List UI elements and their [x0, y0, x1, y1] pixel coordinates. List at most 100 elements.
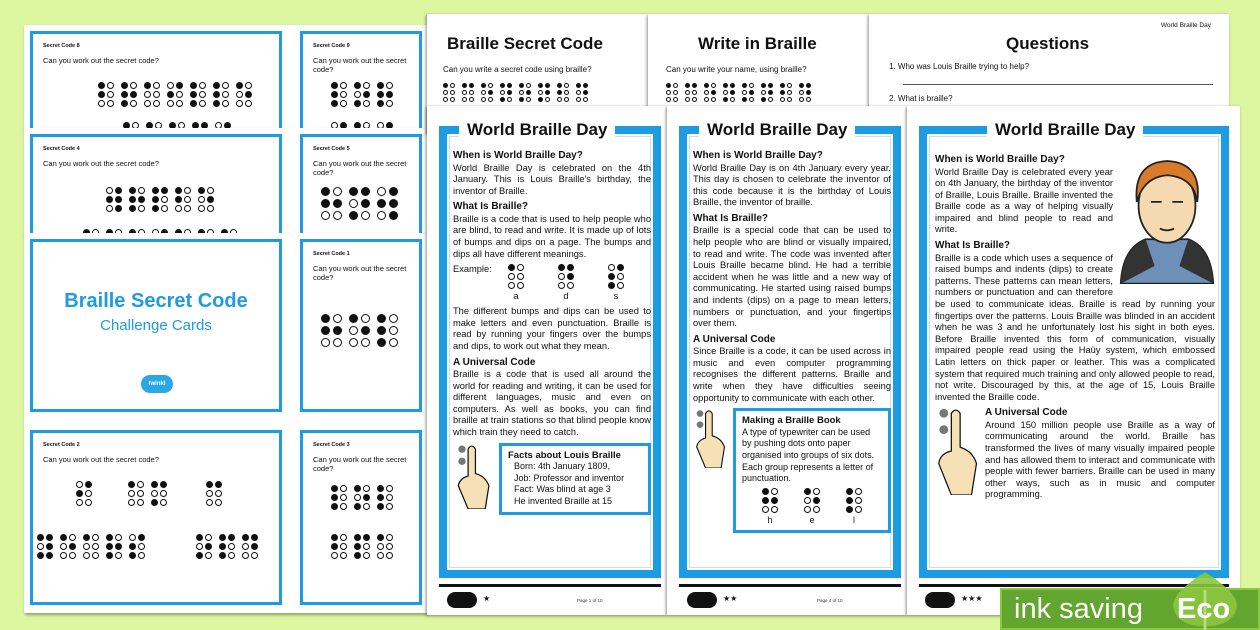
- raised-dot: [608, 282, 615, 290]
- braille-letter: s: [613, 291, 619, 302]
- question-1: 1. Who was Louis Braille trying to help?: [889, 62, 1030, 71]
- empty-dot: [517, 264, 524, 272]
- empty-dot: [60, 543, 67, 550]
- braille-letter: e: [809, 514, 815, 525]
- empty-dot: [685, 97, 690, 102]
- raised-dot: [196, 534, 203, 541]
- heading: A Universal Code: [693, 333, 776, 345]
- empty-dot: [711, 83, 716, 88]
- braille-cell: [762, 487, 778, 513]
- card-label: Secret Code 1: [313, 251, 350, 257]
- raised-dot: [98, 82, 105, 89]
- raised-dot: [190, 82, 197, 89]
- card-sheet-1: Secret Code 8 Can you work out the secre…: [24, 25, 427, 129]
- raised-dot: [152, 205, 159, 212]
- raised-dot: [121, 91, 128, 98]
- empty-dot: [198, 196, 205, 203]
- braille-cell: [76, 481, 92, 506]
- raised-dot: [567, 273, 574, 281]
- braille-cell: [321, 314, 342, 347]
- braille-cell: [349, 314, 370, 347]
- braille-code: [321, 187, 398, 220]
- empty-dot: [107, 91, 114, 98]
- braille-cell: [167, 82, 183, 107]
- raised-dot: [331, 494, 338, 501]
- braille-code: [83, 229, 237, 234]
- raised-dot: [46, 543, 53, 550]
- empty-dot: [206, 490, 213, 497]
- raised-dot: [321, 187, 330, 196]
- raised-dot: [161, 187, 168, 194]
- empty-dot: [692, 97, 697, 102]
- empty-dot: [558, 273, 565, 281]
- raised-dot: [46, 552, 53, 559]
- empty-dot: [222, 91, 229, 98]
- raised-dot: [507, 90, 512, 95]
- empty-dot: [617, 282, 624, 290]
- braille-cell: [354, 82, 370, 107]
- raised-dot: [389, 199, 398, 208]
- empty-dot: [386, 494, 393, 501]
- braille-cell: [377, 314, 398, 347]
- empty-dot: [711, 97, 716, 102]
- raised-dot: [46, 534, 53, 541]
- card-question: Can you work out the secret code?: [313, 264, 407, 282]
- empty-dot: [138, 205, 145, 212]
- empty-dot: [340, 100, 347, 107]
- heading: What Is Braille?: [453, 201, 529, 213]
- empty-dot: [685, 90, 690, 95]
- paragraph: World Braille Day is on 4th January ever…: [693, 162, 891, 208]
- empty-dot: [245, 82, 252, 89]
- empty-dot: [69, 534, 76, 541]
- braille-cell: [377, 534, 393, 559]
- empty-dot: [386, 543, 393, 550]
- empty-dot: [321, 338, 330, 347]
- braille-letter-example: h: [762, 487, 778, 527]
- braille-cell: [152, 187, 168, 212]
- raised-dot: [236, 82, 243, 89]
- raised-dot: [361, 326, 370, 335]
- card-question: Can you work out the secret code?: [313, 56, 407, 74]
- raised-dot: [331, 82, 338, 89]
- empty-dot: [160, 499, 167, 506]
- empty-dot: [567, 282, 574, 290]
- raised-dot: [389, 211, 398, 220]
- braille-cell: [106, 534, 122, 559]
- raised-dot: [806, 90, 811, 95]
- braille-cell: [219, 534, 235, 559]
- raised-dot: [130, 91, 137, 98]
- braille-cell: [98, 82, 114, 107]
- braille-cell: [780, 83, 792, 102]
- raised-dot: [129, 552, 136, 559]
- raised-dot: [190, 91, 197, 98]
- empty-dot: [704, 97, 709, 102]
- raised-dot: [806, 83, 811, 88]
- raised-dot: [167, 91, 174, 98]
- raised-dot: [500, 97, 505, 102]
- box-title: Making a Braille Book: [742, 415, 841, 427]
- raised-dot: [780, 83, 785, 88]
- empty-dot: [107, 100, 114, 107]
- braille-cell: [804, 487, 820, 513]
- raised-dot: [205, 543, 212, 550]
- answer-line[interactable]: [903, 84, 1213, 85]
- raised-dot: [508, 264, 515, 272]
- braille-book-box: Making a Braille Book A type of typewrit…: [733, 408, 891, 534]
- pointing-hand-icon: [938, 409, 978, 496]
- empty-dot: [749, 97, 754, 102]
- title-card-title: Braille Secret Code: [64, 290, 248, 312]
- braille-cell: [704, 83, 716, 102]
- empty-dot: [354, 494, 361, 501]
- braille-cell: [538, 83, 550, 102]
- worksheet-title: Braille Secret Code: [447, 34, 603, 53]
- raised-dot: [115, 187, 122, 194]
- empty-dot: [167, 100, 174, 107]
- raised-dot: [129, 205, 136, 212]
- raised-dot: [251, 543, 258, 550]
- difficulty-stars: ★★★: [961, 594, 983, 603]
- raised-dot: [196, 552, 203, 559]
- braille-code: [206, 481, 222, 506]
- fact-item: Born: 4th January 1809,: [514, 461, 611, 472]
- raised-dot: [846, 487, 853, 495]
- empty-dot: [377, 552, 384, 559]
